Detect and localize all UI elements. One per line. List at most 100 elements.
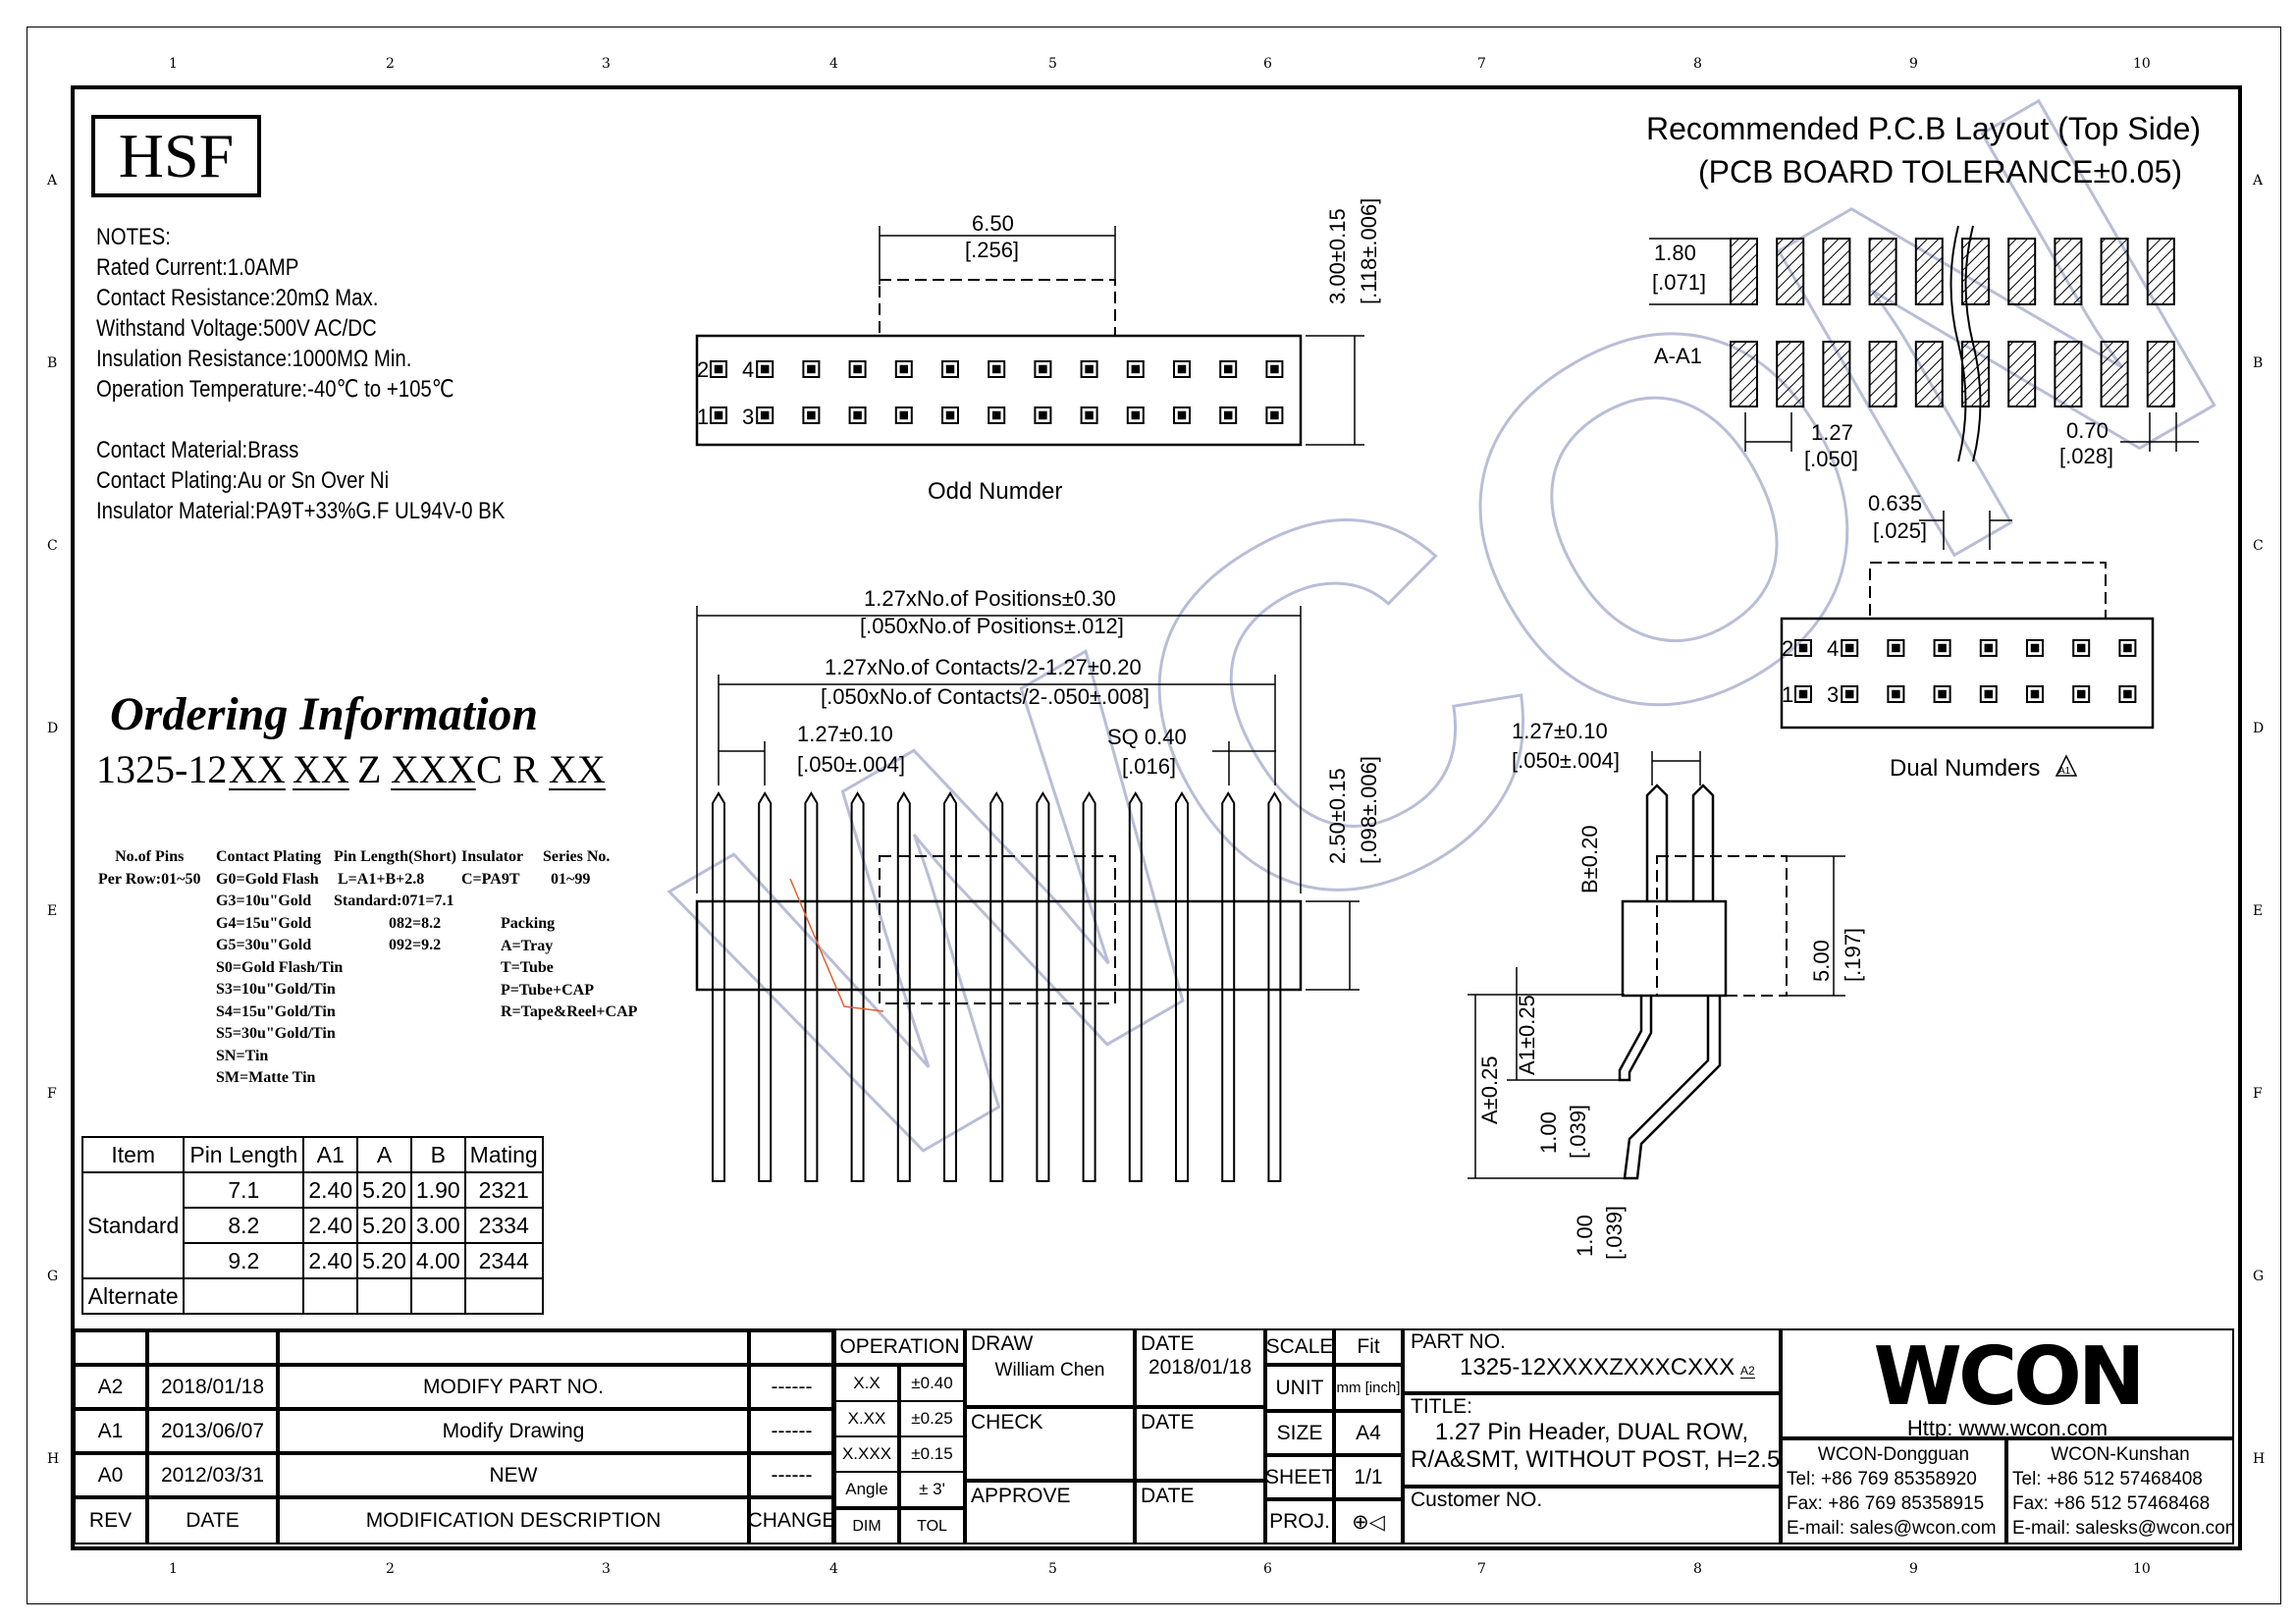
pin-square <box>1887 685 1905 703</box>
title-line-1: 1.27 Pin Header, DUAL ROW, <box>1434 1419 1749 1445</box>
drawer-name: William Chen <box>994 1360 1105 1380</box>
cell: 1.90 <box>409 1171 466 1209</box>
pin <box>1267 791 1282 1182</box>
pin <box>712 791 725 1182</box>
tol-dim: Angle <box>834 1471 899 1508</box>
operation-label: OPERATION <box>834 1328 965 1365</box>
title-cell: TITLE:1.27 Pin Header, DUAL ROW,R/A&SMT,… <box>1403 1393 1781 1487</box>
pcb-pad <box>1776 341 1805 407</box>
cell: 2.40 <box>302 1171 359 1209</box>
pin-square <box>710 360 727 378</box>
cell: 3.00 <box>409 1207 466 1244</box>
pin-label: 3 <box>742 405 754 429</box>
pin-square <box>2026 639 2044 657</box>
hsf-logo: HSF <box>91 115 261 197</box>
pin <box>1128 791 1143 1182</box>
tol-value: ± 3' <box>899 1471 965 1508</box>
cell: 2.40 <box>302 1242 359 1279</box>
website-link[interactable]: Http: www.wcon.com <box>1906 1416 2109 1438</box>
pcb-pad <box>2007 238 2037 305</box>
pin-square <box>894 406 913 424</box>
pad-pitch-inch: [.050] <box>1804 447 1858 471</box>
pin <box>896 791 911 1182</box>
cell <box>463 1277 544 1315</box>
check-date-cell: DATE <box>1135 1407 1265 1481</box>
cell <box>356 1277 412 1315</box>
pin <box>850 791 865 1182</box>
pcb-pad <box>1730 341 1758 407</box>
sheet-value: 1/1 <box>1334 1455 1403 1499</box>
approve-cell: APPROVE <box>965 1481 1135 1544</box>
pin-square <box>1265 406 1284 424</box>
odd-height-dim-inch: [.118±.006] <box>1357 198 1381 304</box>
pin-square <box>1126 406 1145 424</box>
pin <box>1221 791 1236 1182</box>
pin-square <box>1841 639 1859 657</box>
th-b: B <box>409 1136 466 1173</box>
zone-row: G <box>2253 1269 2265 1284</box>
alternate-label: Alternate <box>80 1277 186 1315</box>
pin-square <box>1173 360 1191 378</box>
cell: 7.1 <box>183 1171 305 1209</box>
drawing-inner-frame <box>71 85 2242 1550</box>
zone-row: C <box>2253 538 2264 554</box>
front-dim-positions-inch: [.050xNo.of Positions±.012] <box>860 614 1124 638</box>
size-label: SIZE <box>1265 1411 1334 1455</box>
office-email[interactable]: E-mail: sales@wcon.com <box>1787 1518 1997 1539</box>
pin-square <box>1219 360 1238 378</box>
front-height-inch: [.098±.006] <box>1357 756 1381 864</box>
pin-square <box>756 406 774 424</box>
pin <box>758 791 773 1182</box>
pcb-pad <box>1914 238 1944 305</box>
note-line: Contact Plating:Au or Sn Over Ni <box>96 467 390 494</box>
side-t2: 1.00 <box>1573 1215 1597 1257</box>
pin-square <box>1126 360 1145 378</box>
zone-row: B <box>2253 355 2264 371</box>
zone-row: A <box>2253 173 2264 189</box>
pin-square <box>988 406 1006 424</box>
unit-value: mm [inch] <box>1334 1365 1403 1411</box>
th-pin-length: Pin Length <box>183 1136 305 1173</box>
side-a: A±0.25 <box>1477 1056 1502 1124</box>
ordering-length: Pin Length(Short) L=A1+B+2.8 Standard:07… <box>334 848 456 953</box>
pin <box>943 791 957 1182</box>
rev-change: ------ <box>749 1409 834 1453</box>
zone-column: 3 <box>602 1561 611 1577</box>
group-standard: Standard <box>80 1171 186 1279</box>
front-pitch-inch: [.050±.004] <box>797 752 905 777</box>
pcb-pad <box>2146 341 2175 407</box>
odd-label: Odd Numder <box>928 478 1062 505</box>
zone-column: 9 <box>1909 56 1918 72</box>
front-view <box>695 606 1360 1182</box>
office-email[interactable]: E-mail: salesks@wcon.com <box>2012 1518 2234 1539</box>
th-a: A <box>356 1136 412 1173</box>
zone-column: 2 <box>386 56 395 72</box>
office-tel: Tel: +86 512 57468408 <box>2012 1469 2203 1489</box>
side-a1: A1±0.25 <box>1515 995 1539 1075</box>
pin-square <box>1034 360 1052 378</box>
note-line: Insulator Material:PA9T+33%G.F UL94V-0 B… <box>96 498 506 524</box>
code-length: XXX <box>391 747 476 791</box>
pcb-title: Recommended P.C.B Layout (Top Side) <box>1646 111 2201 146</box>
side-height-inch: [.197] <box>1841 928 1865 982</box>
cell: 5.20 <box>356 1207 412 1244</box>
pcb-pad <box>1868 341 1897 407</box>
side-b: B±0.20 <box>1577 825 1602 893</box>
note-line: Operation Temperature:-40℃ to +105℃ <box>96 376 454 403</box>
rev-empty <box>749 1328 834 1365</box>
pin-square <box>1933 685 1951 703</box>
rev-header: REV <box>74 1497 147 1544</box>
tol-dim: X.X <box>834 1365 899 1402</box>
change-header: CHANGE <box>749 1497 834 1544</box>
pin-square <box>2072 639 2091 657</box>
proj-label: PROJ. <box>1265 1499 1334 1544</box>
zone-row: D <box>2253 721 2265 736</box>
pin-label: 1 <box>697 405 709 429</box>
pcb-pad <box>1730 238 1758 305</box>
rev-desc: Modify Drawing <box>278 1409 749 1453</box>
pcb-tolerance: (PCB BOARD TOLERANCE±0.05) <box>1698 154 2182 189</box>
pin-square <box>1979 685 1998 703</box>
side-t2-inch: [.039] <box>1602 1206 1627 1260</box>
